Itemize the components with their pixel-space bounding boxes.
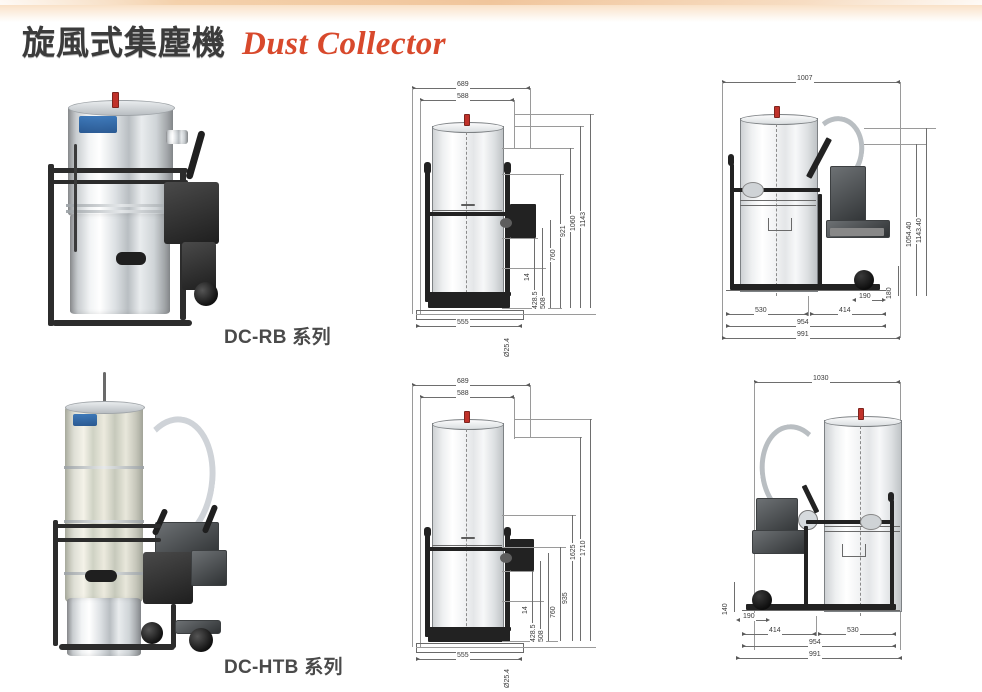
dim-diameter: Ø25.4 [504,336,512,358]
dim-140: 140 [722,602,730,616]
red-cap-icon [464,114,470,126]
photo-brand-label [73,414,97,426]
center-line [466,429,468,641]
photo-clamp-band [66,204,176,207]
photo-outlet-nozzle [116,252,146,265]
photo-frame-crossbar [53,538,161,542]
photo-red-cap-icon [112,92,119,108]
dim-508: 508 [540,296,548,310]
dim-1060: 1060 [570,214,578,232]
motor-housing [830,166,866,226]
dim-954: 954 [796,319,810,327]
red-cap-icon [858,408,864,420]
photo-motor-side [191,550,227,586]
dim-1007: 1007 [796,75,814,83]
dim-428-5: 428.5 [530,623,538,643]
dim-1143-40: 1143.40 [916,217,924,244]
photo-cyclone-lid [65,401,145,414]
photo-wheel [189,628,213,652]
dim-1625: 1625 [570,543,578,561]
decorative-top-band [0,0,982,22]
dim-1054-40: 1054.40 [906,220,914,248]
photo-frame-handle [48,168,188,173]
dim-760: 760 [550,605,558,619]
dim-588: 588 [456,93,470,101]
dim-508: 508 [538,629,546,643]
photo-frame-crossbar [48,180,188,184]
red-cap-icon [464,411,470,423]
tank-body [432,423,504,633]
photo-clamp-band [66,210,176,213]
dim-428-5: 428.5 [532,290,540,310]
dim-689: 689 [456,378,470,386]
dim-921: 921 [560,224,568,238]
dim-1030: 1030 [812,375,830,383]
center-line [466,132,468,308]
product-photo-dc-rb [30,92,245,332]
dim-diameter: Ø25.4 [504,667,512,689]
photo-frame-left-post [53,520,58,646]
model-label-dc-htb: DC-HTB 系列 [224,657,343,678]
blower-base [752,530,806,554]
photo-inlet-port [166,130,188,144]
page-header: 旋風式集塵機 Dust Collector [22,26,446,61]
drawing-dc-rb-front: 689 588 555 Ø25.4 [404,78,604,358]
dim-180: 180 [886,286,894,300]
photo-motor-housing [143,552,193,604]
dim-588: 588 [456,390,470,398]
dim-530: 530 [754,307,768,315]
photo-frame-base [59,644,175,650]
center-line [776,124,778,296]
red-cap-icon [774,106,780,118]
dim-991: 991 [796,331,810,339]
page-title-chinese: 旋風式集塵機 [22,24,226,61]
dim-190: 190 [742,613,756,621]
dim-954: 954 [808,639,822,647]
photo-frame-handle [53,524,161,528]
dim-991: 991 [808,651,822,659]
photo-outlet-nozzle [85,570,117,582]
model-label-dc-rb: DC-RB 系列 [224,327,331,348]
dim-190: 190 [858,293,872,301]
dim-1143: 1143 [580,210,588,228]
photo-top-rod [103,372,106,412]
photo-brand-label [79,116,117,133]
product-photo-dc-htb [45,372,260,664]
photo-clamp-band [64,466,144,469]
wheel [752,590,772,610]
dim-555: 555 [456,319,470,327]
dim-935: 935 [562,591,570,605]
drawing-dc-htb-front: 689 588 555 Ø25.4 [404,375,604,689]
photo-vertical-pipe [74,144,77,252]
photo-frame-base [52,320,192,326]
photo-clamp-band [64,520,144,523]
wheel [854,270,874,290]
photo-wheel [194,282,218,306]
photo-handle-bar [185,130,206,180]
dim-414: 414 [838,307,852,315]
dim-414: 414 [768,627,782,635]
dim-14: 14 [524,272,532,282]
photo-wheel [141,622,163,644]
photo-frame-right-post [171,604,176,648]
photo-cyclone-body [65,406,143,602]
photo-frame-left-post [48,164,54,326]
dim-689: 689 [456,81,470,89]
dim-14: 14 [522,605,530,615]
drawing-dc-rb-side: 1007 1054.40 1143.40 180 [712,70,962,348]
photo-motor-housing [164,182,219,244]
dim-760: 760 [550,248,558,262]
drawing-dc-htb-side: 1030 140 190 [712,368,962,670]
photo-drum-lid [68,100,175,116]
dim-530: 530 [846,627,860,635]
dim-555: 555 [456,652,470,660]
page-title-english: Dust Collector [242,26,447,62]
dim-1710: 1710 [580,539,588,557]
